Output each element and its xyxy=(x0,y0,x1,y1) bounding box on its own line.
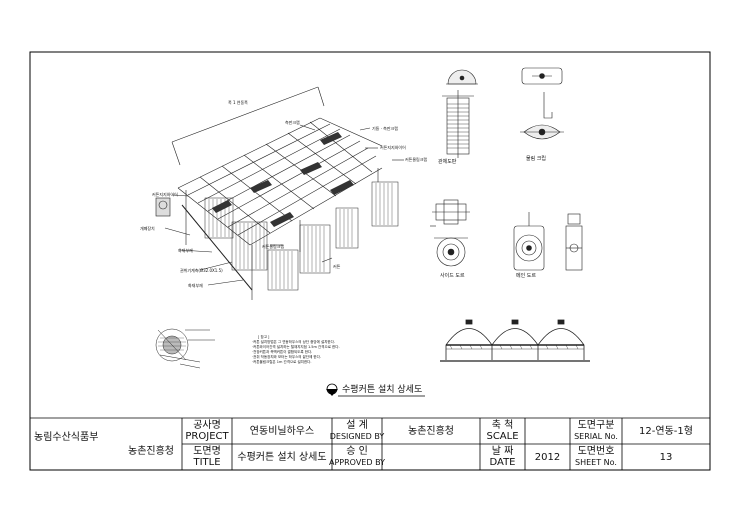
approved-value xyxy=(382,444,480,470)
scale-label-en: SCALE xyxy=(486,431,519,442)
svg-text:커튼물림크랩: 커튼물림크랩 xyxy=(405,156,427,162)
svg-text:측판크랩: 측판크랩 xyxy=(285,119,300,125)
greenhouse-cross-section xyxy=(440,319,590,362)
ministry-name: 농림수산식품부 xyxy=(34,431,99,443)
svg-text:개폐장치: 개폐장치 xyxy=(140,225,155,231)
scale-label: 축 척 SCALE xyxy=(480,418,525,444)
svg-text:커튼지지와이어: 커튼지지와이어 xyxy=(152,191,178,197)
approved-label: 승 인 APPROVED BY xyxy=(329,444,386,470)
sheet-label-en: SHEET No. xyxy=(575,458,617,467)
svg-text:화재부재: 화재부재 xyxy=(178,247,193,253)
serial-value: 12-연동-1형 xyxy=(639,425,693,437)
title-block: 농림수산식품부 농촌진흥청 공사명 PROJECT 연동비닐하우스 도면명 TI… xyxy=(30,418,710,470)
svg-text:·커튼와이어간격 설치하는 철재지지점 1.5m 간격으로: ·커튼와이어간격 설치하는 철재지지점 1.5m 간격으로 한다. xyxy=(252,344,340,349)
svg-text:폭 1 연동폭: 폭 1 연동폭 xyxy=(228,99,248,105)
clamp-detail xyxy=(520,67,564,140)
motor-detail xyxy=(155,328,215,369)
sheet-value: 13 xyxy=(659,451,673,463)
purlin-detail-label: 관체도판 xyxy=(438,159,457,165)
side-pulley-label: 사이드 도르 xyxy=(440,273,465,279)
side-pulley-detail xyxy=(430,199,470,267)
svg-text:·커튼 설치방법은 그 연동하우스의 상단 중앙에 설치한다: ·커튼 설치방법은 그 연동하우스의 상단 중앙에 설치한다. xyxy=(252,339,335,344)
svg-text:·천장커튼과 측벽커튼이 결합되도록 한다.: ·천장커튼과 측벽커튼이 결합되도록 한다. xyxy=(252,349,312,354)
date-label-en: DATE xyxy=(489,457,516,468)
designed-label-en: DESIGNED BY xyxy=(329,432,385,441)
svg-text:커튼물림크랩: 커튼물림크랩 xyxy=(262,243,284,249)
serial-label-ko: 도면구분 xyxy=(577,420,615,431)
approved-label-en: APPROVED BY xyxy=(329,458,386,467)
approved-label-ko: 승 인 xyxy=(346,446,368,457)
project-label-ko: 공사명 xyxy=(193,420,221,431)
date-label: 날 짜 DATE xyxy=(480,444,525,470)
serial-label: 도면구분 SERIAL No. xyxy=(570,418,622,444)
date-value: 2012 xyxy=(534,451,561,463)
scale-label-ko: 축 척 xyxy=(491,420,514,431)
callout-texts: 커튼지지와이어 개폐장치 화재부재 권취기계축(Ø32.0X1.5) 화재부재 … xyxy=(140,99,427,288)
svg-text:화재부재: 화재부재 xyxy=(188,282,203,288)
project-label-en: PROJECT xyxy=(185,431,229,442)
agency-name: 농촌진흥청 xyxy=(128,445,174,457)
isometric-curtain-drawing xyxy=(155,86,404,300)
sheet-label: 도면번호 SHEET No. xyxy=(570,444,622,470)
purlin-detail xyxy=(442,69,478,158)
clamp-detail-label: 물림 크립 xyxy=(526,156,546,162)
date-label-ko: 날 짜 xyxy=(491,446,514,457)
project-value: 연동비닐하우스 xyxy=(249,425,315,437)
title-label-en: TITLE xyxy=(193,457,221,468)
svg-text:권취기계축(Ø32.0X1.5): 권취기계축(Ø32.0X1.5) xyxy=(180,267,223,273)
svg-text:·권취 작동장치와 모터는 하우스의 끝단에 한다.: ·권취 작동장치와 모터는 하우스의 끝단에 한다. xyxy=(252,354,321,359)
svg-text:·커튼물림크립은 1m 간격으로 설치한다.: ·커튼물림크립은 1m 간격으로 설치한다. xyxy=(252,359,312,364)
scale-value xyxy=(525,418,570,444)
detail-notes: [ 참고 ] ·커튼 설치방법은 그 연동하우스의 상단 중앙에 설치한다. ·… xyxy=(252,334,340,364)
title-block-grid xyxy=(30,417,710,470)
title-label: 도면명 TITLE xyxy=(182,444,232,470)
designed-label-ko: 설 계 xyxy=(346,420,368,431)
svg-text:커튼지지와이어: 커튼지지와이어 xyxy=(380,144,406,150)
sheet-border xyxy=(29,51,711,471)
title-value: 수평커튼 설치 상세도 xyxy=(237,451,327,463)
svg-text:기둥 · 측판크랩: 기둥 · 측판크랩 xyxy=(372,125,398,131)
designed-label: 설 계 DESIGNED BY xyxy=(329,418,385,444)
title-label-ko: 도면명 xyxy=(193,446,221,457)
main-title: 수평커튼 설치 상세도 xyxy=(342,385,423,395)
main-pulley-label: 메인 도르 xyxy=(516,273,536,279)
main-pulley-detail xyxy=(513,212,583,271)
sheet-label-ko: 도면번호 xyxy=(577,446,615,457)
svg-text:[ 참고 ]: [ 참고 ] xyxy=(258,334,270,339)
title-symbol xyxy=(326,383,425,397)
project-label: 공사명 PROJECT xyxy=(182,418,232,444)
designed-value: 농촌진흥청 xyxy=(408,425,454,437)
svg-text:커튼: 커튼 xyxy=(333,263,341,269)
serial-label-en: SERIAL No. xyxy=(574,432,618,441)
